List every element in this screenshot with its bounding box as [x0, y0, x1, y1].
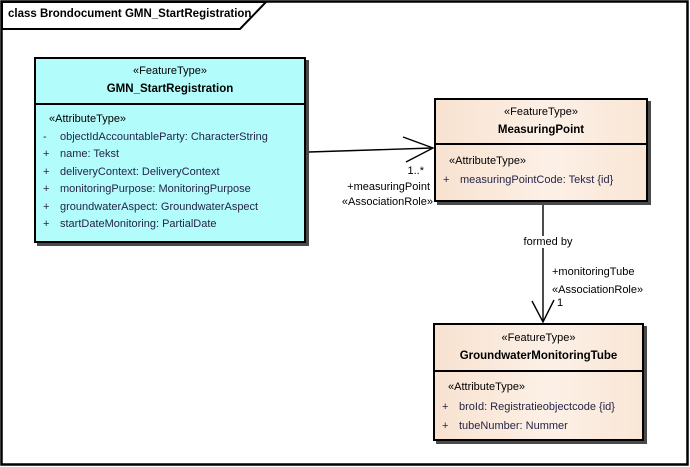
visibility-symbol: + [43, 200, 50, 213]
attribute-text: objectIdAccountableParty: CharacterStrin… [60, 130, 268, 143]
visibility-symbol: + [442, 400, 449, 413]
attribute-text: name: Tekst [60, 148, 120, 160]
attribute-text: groundwaterAspect: GroundwaterAspect [60, 200, 259, 213]
attribute-text: startDateMonitoring: PartialDate [60, 218, 217, 230]
association-multiplicity: 1 [557, 297, 564, 309]
class-measuring-point[interactable]: «FeatureType» MeasuringPoint «AttributeT… [434, 98, 648, 202]
attribute-text: broId: Registratieobjectcode {id} [459, 400, 615, 413]
open-arrowhead-right-icon [402, 136, 435, 163]
attribute-row[interactable]: + groundwaterAspect: GroundwaterAspect [36, 199, 304, 217]
visibility-symbol: + [43, 183, 50, 195]
attribute-row[interactable]: + monitoringPurpose: MonitoringPurpose [36, 181, 304, 199]
association-role-name: +measuringPoint [347, 181, 430, 193]
attribute-row[interactable]: + deliveryContext: DeliveryContext [36, 164, 304, 182]
class-name: GroundwaterMonitoringTube [459, 350, 618, 362]
association-role-name: +monitoringTube [552, 266, 635, 278]
class-stereotype: «FeatureType» [133, 65, 207, 77]
association-role-stereotype: «AssociationRole» [341, 196, 433, 208]
association-multiplicity: 1..* [407, 165, 424, 177]
association-measuring-point-line[interactable] [308, 147, 433, 153]
attribute-text: monitoringPurpose: MonitoringPurpose [60, 183, 251, 195]
attribute-text: deliveryContext: DeliveryContext [60, 165, 220, 178]
attribute-compartment-stereotype: «AttributeType» [49, 113, 127, 125]
attribute-compartment-stereotype: «AttributeType» [448, 381, 526, 393]
open-arrowhead-down-icon [531, 299, 555, 324]
attribute-text: measuringPointCode: Tekst {id} [460, 174, 614, 186]
attribute-row[interactable]: + name: Tekst [36, 146, 304, 164]
visibility-symbol: + [43, 218, 50, 230]
attribute-text: tubeNumber: Nummer [459, 420, 568, 432]
attribute-row[interactable]: + measuringPointCode: Tekst {id} [436, 171, 646, 190]
visibility-symbol: + [43, 148, 50, 160]
class-name: GMN_StartRegistration [106, 83, 234, 95]
association-role-stereotype: «AssociationRole» [552, 284, 644, 296]
class-name: MeasuringPoint [497, 124, 585, 136]
class-stereotype: «FeatureType» [504, 106, 578, 118]
visibility-symbol: + [443, 174, 450, 186]
frame-tab-shape [1, 0, 269, 30]
association-name: formed by [508, 236, 588, 248]
attribute-row[interactable]: + broId: Registratieobjectcode {id} [435, 398, 642, 418]
visibility-symbol: - [43, 130, 47, 143]
attribute-compartment-stereotype: «AttributeType» [449, 155, 527, 167]
visibility-symbol: + [43, 165, 50, 178]
class-stereotype: «FeatureType» [501, 332, 576, 344]
class-gmn-startregistration[interactable]: «FeatureType» GMN_StartRegistration «Att… [34, 57, 306, 243]
diagram-tab-label: class Brondocument GMN_StartRegistration [8, 8, 252, 20]
attribute-row[interactable]: + tubeNumber: Nummer [435, 417, 642, 437]
attribute-row[interactable]: - objectIdAccountableParty: CharacterStr… [36, 129, 304, 147]
class-groundwater-monitoring-tube[interactable]: «FeatureType» GroundwaterMonitoringTube … [433, 323, 644, 441]
visibility-symbol: + [442, 420, 449, 432]
attribute-row[interactable]: + startDateMonitoring: PartialDate [36, 216, 304, 234]
